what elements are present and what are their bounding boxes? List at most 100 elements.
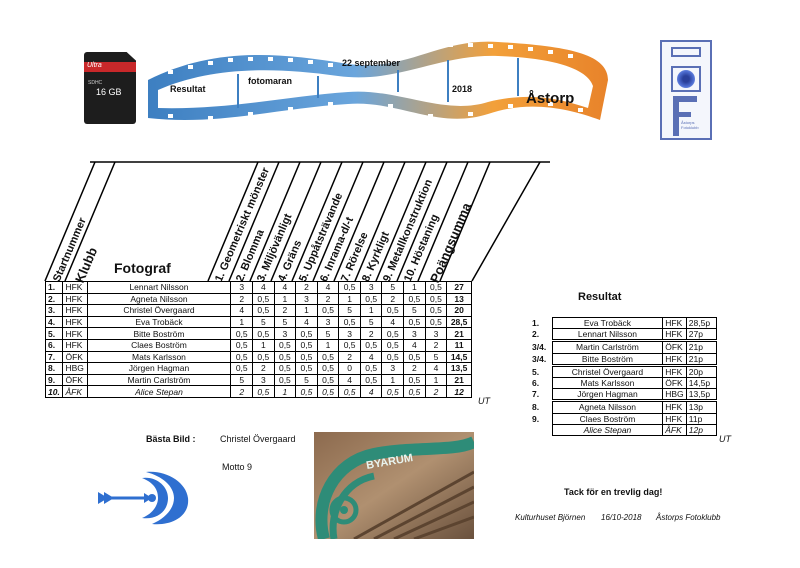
row-number: 8. <box>44 362 64 375</box>
row-score: 0,5 <box>295 338 318 352</box>
row-score: 4 <box>273 281 297 294</box>
result-name: Martin Carlström <box>551 341 664 354</box>
row-score: 1 <box>424 373 448 387</box>
row-score: 4 <box>403 338 426 352</box>
row-score: 2 <box>424 385 448 398</box>
row-score: 0,5 <box>252 327 275 340</box>
row-score: 0,5 <box>273 362 297 375</box>
row-score: 5 <box>338 304 361 317</box>
row-score: 0,5 <box>252 292 275 306</box>
result-rank: 9. <box>532 413 540 424</box>
row-number: 9. <box>44 373 64 387</box>
row-number: 3. <box>44 304 64 317</box>
row-club: HFK <box>62 292 88 306</box>
row-score: 1 <box>338 292 361 306</box>
sd-card-brand: Ultra <box>87 62 102 69</box>
row-score: 3 <box>252 373 275 387</box>
best-photo-image: BYARUM <box>314 432 477 541</box>
row-score: 1 <box>230 315 254 329</box>
row-score: 2 <box>403 362 426 375</box>
row-score: 0,5 <box>273 350 297 364</box>
row-score: 0,5 <box>273 338 297 352</box>
row-name: Martin Carlström <box>86 373 232 387</box>
row-score: 2 <box>424 338 448 352</box>
result-points: 11p <box>685 412 718 425</box>
row-score: 0,5 <box>295 350 318 364</box>
row-total: 13 <box>446 292 472 306</box>
row-score: 4 <box>338 373 361 387</box>
result-club: HFK <box>662 352 687 365</box>
ut-label-results: UT <box>719 434 731 444</box>
row-score: 1 <box>273 385 297 398</box>
row-score: 0,5 <box>403 292 426 306</box>
result-name: Lennart Nilsson <box>551 328 664 341</box>
row-club: HBG <box>62 362 88 375</box>
row-number: 5. <box>44 327 64 340</box>
row-score: 0,5 <box>230 350 254 364</box>
row-name: Jörgen Hagman <box>86 362 232 375</box>
target-arrow-icon <box>98 471 189 525</box>
row-score: 0,5 <box>252 350 275 364</box>
row-score: 3 <box>295 292 318 306</box>
row-score: 0,5 <box>252 304 275 317</box>
row-score: 0,5 <box>381 350 405 364</box>
result-rank: 3/4. <box>532 342 547 353</box>
film-strip-graphic <box>148 41 608 121</box>
result-rank <box>530 424 552 435</box>
logo-text: Åstorps Fotoklubb <box>681 120 699 130</box>
row-total: 27 <box>446 281 472 294</box>
row-score: 0,5 <box>359 338 383 352</box>
result-points: 21p <box>685 352 718 365</box>
row-score: 0,5 <box>316 362 340 375</box>
row-total: 21 <box>446 327 472 340</box>
row-score: 1 <box>273 292 297 306</box>
row-score: 4 <box>316 281 340 294</box>
row-club: HFK <box>62 315 88 329</box>
row-score: 5 <box>295 373 318 387</box>
row-score: 0,5 <box>424 315 448 329</box>
row-number: 7. <box>44 350 64 364</box>
result-points: 27p <box>685 328 718 341</box>
row-score: 2 <box>381 292 405 306</box>
row-club: ÅFK <box>62 385 88 398</box>
film-strip-banner: Resultat fotomaran 22 september 2018 Åst… <box>148 30 618 150</box>
row-score: 4 <box>295 315 318 329</box>
row-score: 0,5 <box>316 385 340 398</box>
row-score: 1 <box>403 281 426 294</box>
row-number: 6. <box>44 338 64 352</box>
result-rank: 5. <box>532 366 540 377</box>
row-score: 0,5 <box>230 362 254 375</box>
row-score: 0,5 <box>381 338 405 352</box>
row-score: 0,5 <box>359 292 383 306</box>
result-name: Agneta Nilsson <box>551 401 664 414</box>
row-number: 2. <box>44 292 64 306</box>
row-name: Claes Boström <box>86 338 232 352</box>
thanks-text: Tack för en trevlig dag! <box>564 487 663 497</box>
row-score: 1 <box>252 338 275 352</box>
row-score: 5 <box>403 304 426 317</box>
row-score: 3 <box>316 315 340 329</box>
col-fotograf: Fotograf <box>114 260 171 276</box>
result-club: ÖFK <box>662 376 687 390</box>
row-score: 0,5 <box>316 350 340 364</box>
row-score: 0,5 <box>381 327 405 340</box>
result-points: 21p <box>685 341 718 354</box>
row-score: 3 <box>359 281 383 294</box>
result-club: ÖFK <box>662 341 687 354</box>
row-score: 3 <box>424 327 448 340</box>
result-club: HFK <box>662 401 687 414</box>
row-score: 0,5 <box>424 281 448 294</box>
row-score: 2 <box>359 327 383 340</box>
header-diagonal-lines <box>44 161 550 282</box>
result-club: HFK <box>662 365 687 378</box>
